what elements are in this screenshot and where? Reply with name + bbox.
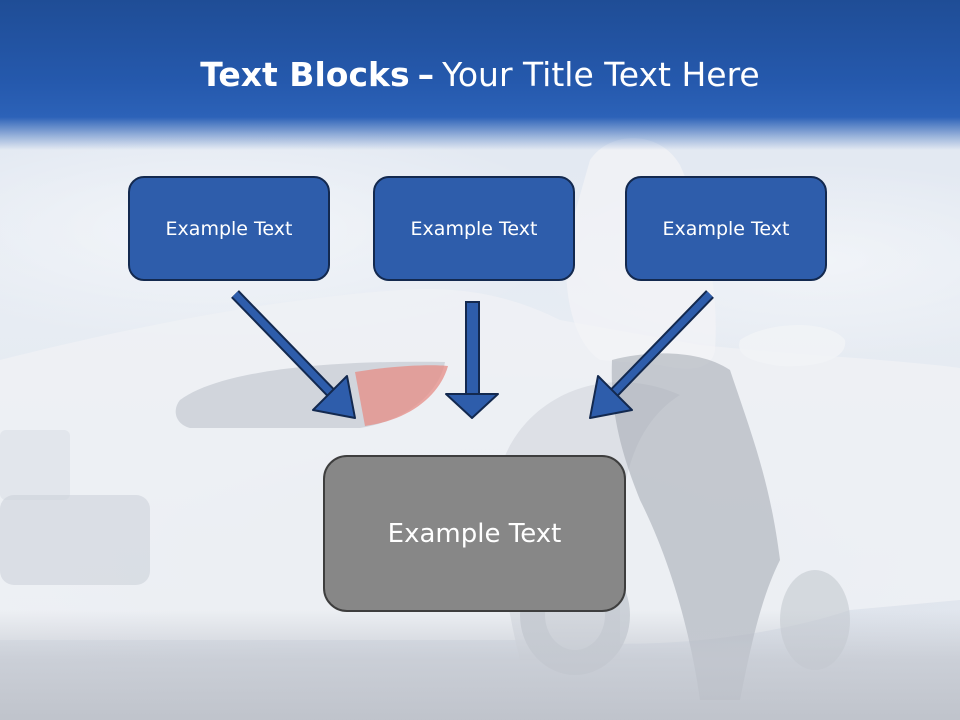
text-block-left[interactable]: Example Text: [128, 176, 330, 281]
text-block-label: Example Text: [410, 217, 538, 240]
text-block-label: Example Text: [165, 217, 293, 240]
result-block-label: Example Text: [387, 518, 562, 549]
text-block-label: Example Text: [662, 217, 790, 240]
text-block-center[interactable]: Example Text: [373, 176, 575, 281]
result-text-block[interactable]: Example Text: [323, 455, 626, 612]
text-block-right[interactable]: Example Text: [625, 176, 827, 281]
title-bold-text: Text Blocks: [200, 55, 410, 94]
title-dash: –: [417, 55, 435, 94]
background-ground: [0, 610, 960, 720]
slide-title: Text Blocks–Your Title Text Here: [0, 54, 960, 96]
title-bar: [0, 0, 960, 150]
title-rest-text: Your Title Text Here: [442, 55, 760, 94]
